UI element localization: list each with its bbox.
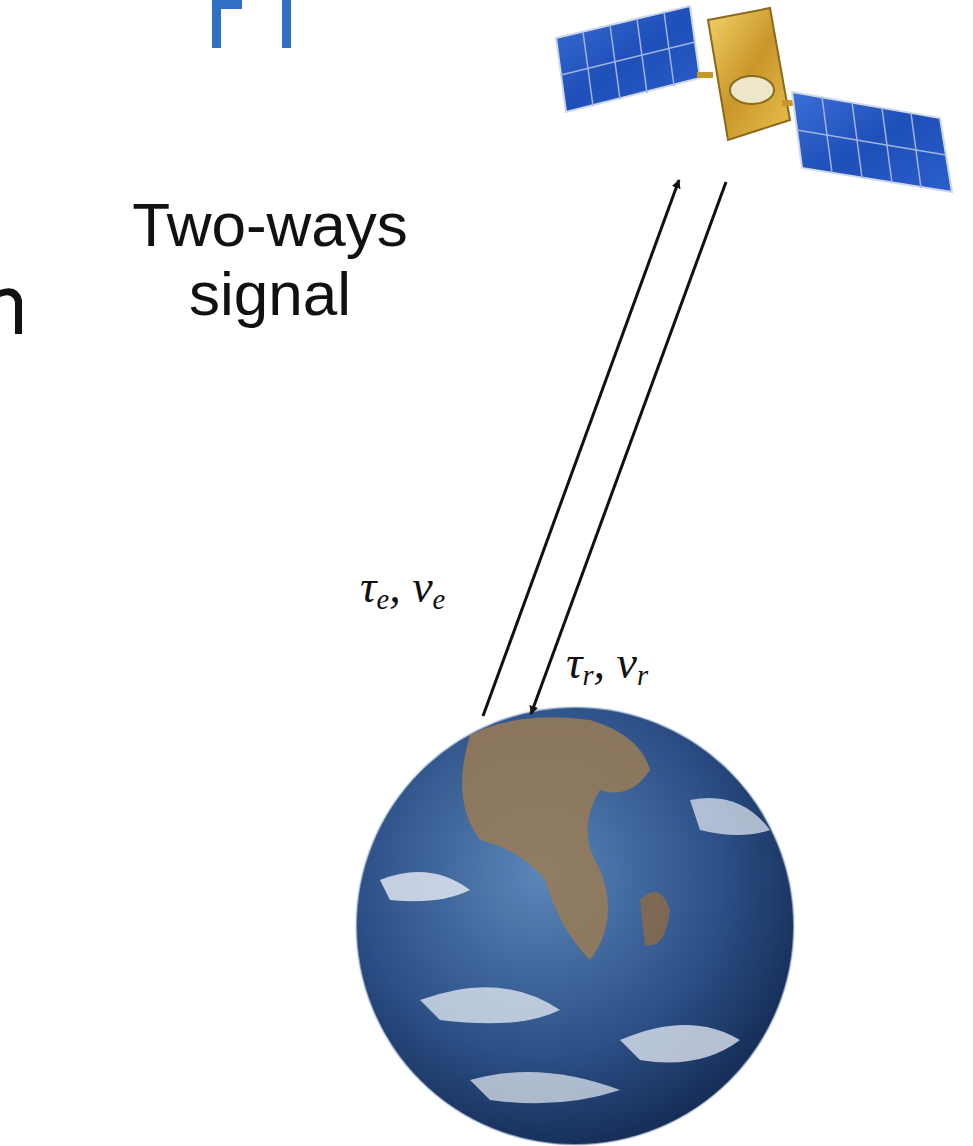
reception-label: τr, νr <box>566 636 648 692</box>
earth-picture <box>356 707 794 1145</box>
uplink-arrow <box>483 180 679 716</box>
downlink-arrow <box>531 182 726 714</box>
cropped-text-fragment <box>0 288 22 334</box>
signal-title: Two-ways signal <box>100 190 440 329</box>
cropped-heading-fragment <box>212 0 291 48</box>
emission-label: τe, νe <box>360 560 445 616</box>
satellite-picture <box>556 6 952 192</box>
